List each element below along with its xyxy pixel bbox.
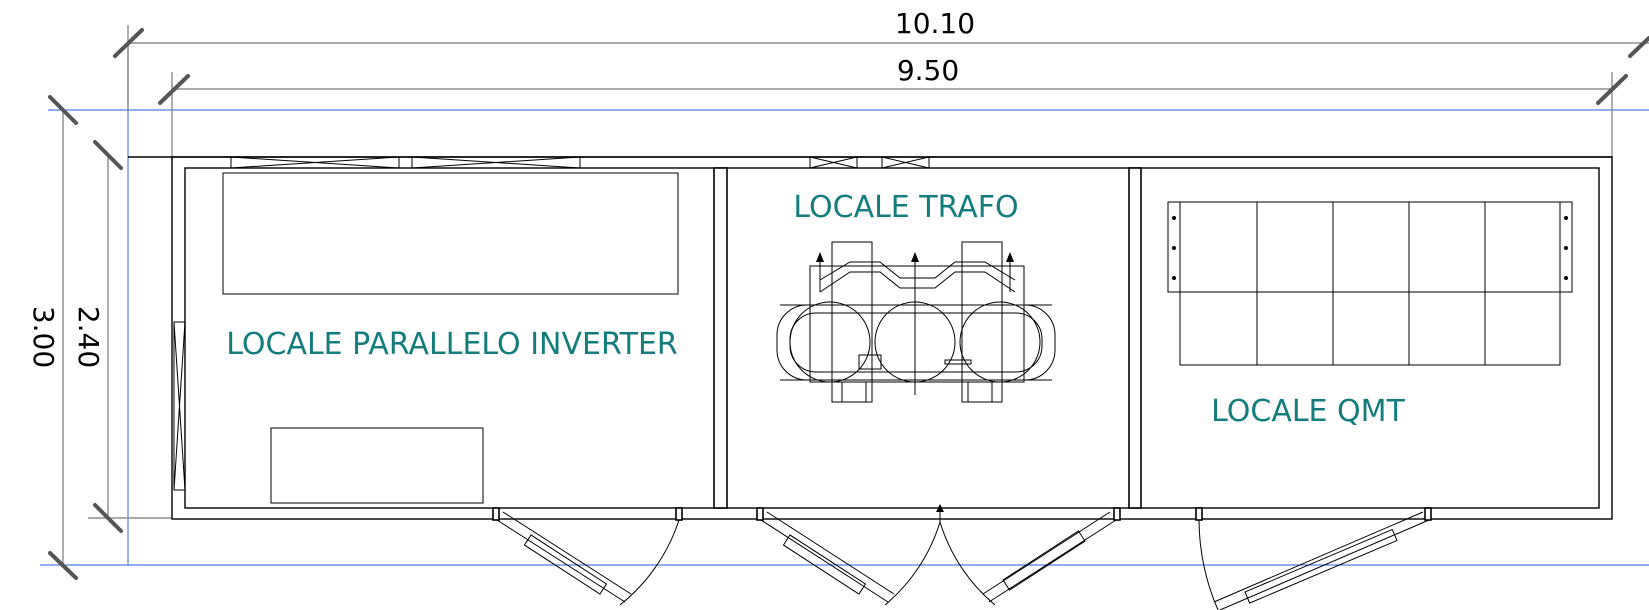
dimension-overall-height: 3.00 [27, 95, 78, 580]
side-vent [173, 321, 186, 491]
transformer-drawing [776, 241, 1056, 403]
inverter-cabinets [222, 172, 679, 504]
guide-lines [40, 45, 1649, 566]
room-label-qmt: LOCALE QMT [1211, 394, 1405, 429]
dimension-inner-height-label: 2.40 [72, 306, 105, 368]
dimension-inner-height: 2.40 [72, 140, 172, 533]
dimension-overall-height-label: 3.00 [27, 306, 60, 368]
doors [492, 504, 1432, 610]
qmt-switchgear [1167, 201, 1573, 366]
top-vents [230, 156, 930, 169]
dimension-inner-width-label: 9.50 [897, 54, 959, 87]
dimension-overall-width-label: 10.10 [895, 7, 975, 40]
room-label-trafo: LOCALE TRAFO [793, 190, 1018, 225]
dimension-overall-width: 10.10 [113, 7, 1649, 110]
dimension-inner-width: 9.50 [158, 54, 1628, 160]
room-label-inverter: LOCALE PARALLELO INVERTER [226, 327, 678, 362]
